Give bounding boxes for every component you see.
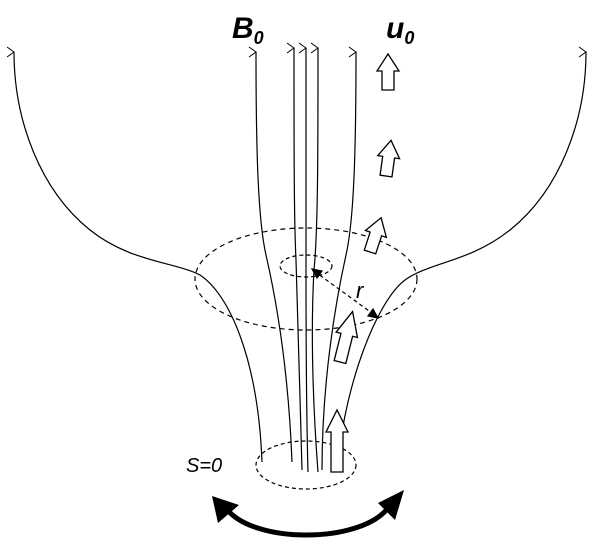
- field-line-2: [286, 42, 303, 471]
- rotation-arrow-icon: [212, 490, 404, 538]
- field-line-3: [298, 42, 309, 473]
- radius-label: r: [356, 278, 364, 303]
- flow-arrow-icon-4: [333, 310, 359, 365]
- field-line-1: [248, 46, 293, 463]
- magnetic-field-label: B0: [232, 12, 264, 48]
- outer-cross-section: [194, 227, 418, 331]
- flow-arrow-icon-1: [375, 52, 401, 91]
- flow-arrow-icon-3: [363, 216, 388, 255]
- outer-field-line-left: [6, 46, 263, 463]
- inner-cross-section: [279, 254, 333, 278]
- outer-field-line-right: [337, 46, 587, 463]
- radius-arrow: [310, 268, 380, 319]
- flow-arrow-icon-2: [376, 139, 401, 178]
- field-line-5: [321, 46, 357, 471]
- velocity-label: u0: [386, 12, 415, 48]
- field-line-4: [310, 42, 319, 473]
- flow-arrow-icon-5: [324, 408, 350, 473]
- base-cross-section: [255, 440, 357, 490]
- boundary-condition-label: S=0: [186, 455, 223, 477]
